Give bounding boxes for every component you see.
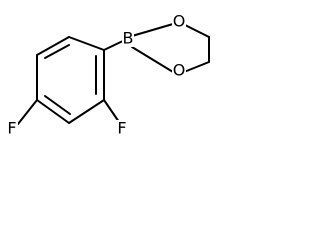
ring-bond-c5-c6 (68, 99, 105, 124)
oxygen-top-label: O (173, 12, 186, 31)
molecule-canvas: B O O F F (0, 0, 219, 153)
ring-bond-c4-c5 (36, 99, 70, 124)
bond-oxygen-bottom-boron (131, 46, 174, 73)
ring-inner-double-bond-bottom-left (44, 95, 71, 115)
atom-labels: B O O F F (6, 12, 186, 138)
ring-bond-c2-c3 (36, 36, 70, 56)
substituent-bonds (17, 38, 128, 125)
bond-oxygen-top-carbon (182, 23, 210, 38)
bond-ring-to-ortho-fluorine (103, 99, 120, 123)
ortho-fluorine-label: F (117, 119, 126, 138)
bond-ring-to-para-fluorine (17, 99, 38, 125)
ring-inner-double-bond-left (44, 44, 70, 59)
oxygen-bottom-label: O (173, 61, 186, 80)
molecule-structure: B O O F F (6, 12, 210, 138)
dioxaborinane-ring (131, 23, 210, 73)
para-fluorine-label: F (7, 119, 16, 138)
benzene-ring (36, 36, 105, 124)
bond-boron-oxygen-top (131, 23, 174, 37)
bond-carbon-oxygen-bottom (183, 61, 210, 73)
ring-bond-c1-c2 (68, 36, 105, 51)
boron-label: B (123, 29, 134, 48)
